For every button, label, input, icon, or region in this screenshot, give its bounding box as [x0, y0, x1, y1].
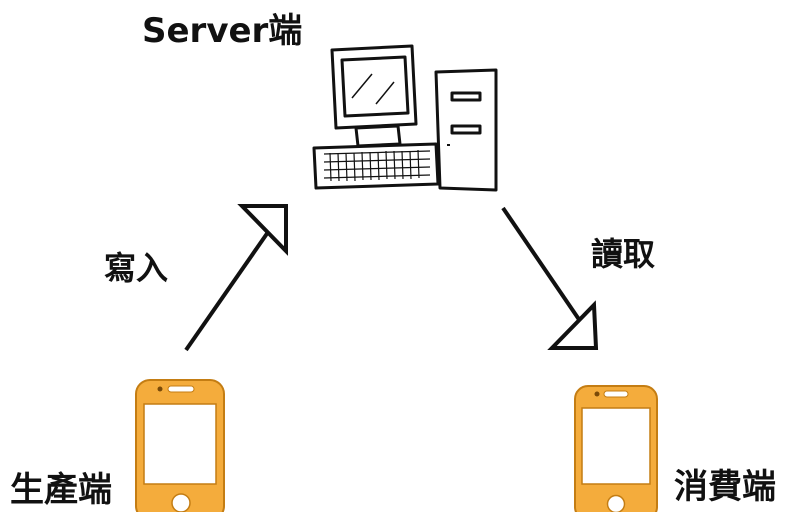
computer-icon — [312, 44, 498, 192]
read-edge-label: 讀取 — [591, 235, 656, 273]
write-edge-label: 寫入 — [104, 249, 169, 287]
server-label: Server端 — [142, 11, 303, 51]
producer-label: 生產端 — [10, 470, 112, 510]
producer-phone-icon — [135, 379, 225, 512]
consumer-label: 消費端 — [674, 467, 776, 507]
write-arrow — [184, 204, 288, 352]
read-arrow — [501, 206, 599, 350]
consumer-phone-icon — [574, 385, 658, 512]
